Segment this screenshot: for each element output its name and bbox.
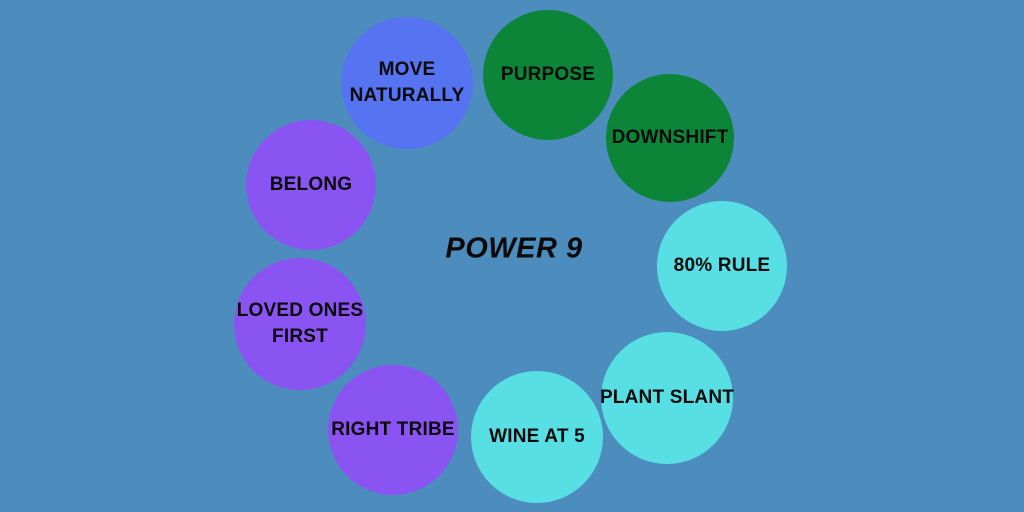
circle-move-naturally: MOVE NATURALLY: [341, 17, 473, 149]
circle-label-wine-at-5: WINE AT 5: [489, 426, 585, 448]
circle-label-belong: BELONG: [269, 174, 353, 196]
circle-plant-slant: PLANT SLANT: [599, 332, 735, 464]
circle-80-percent-rule: 80% RULE: [657, 201, 787, 331]
diagram-title: POWER 9: [445, 232, 583, 265]
circle-purpose: PURPOSE: [483, 10, 613, 140]
circle-label-move-naturally: MOVE NATURALLY: [349, 59, 465, 106]
circle-wine-at-5: WINE AT 5: [471, 371, 603, 503]
circle-label-downshift: DOWNSHIFT: [611, 127, 729, 149]
circle-downshift: DOWNSHIFT: [606, 74, 734, 202]
circle-label-80-percent-rule: 80% RULE: [673, 255, 771, 277]
circle-belong: BELONG: [246, 120, 376, 250]
circle-loved-ones-first: LOVED ONES FIRST: [234, 258, 366, 390]
circle-label-purpose: PURPOSE: [500, 64, 596, 86]
circle-label-loved-ones-first: LOVED ONES FIRST: [236, 300, 364, 347]
circle-right-tribe: RIGHT TRIBE: [328, 365, 458, 495]
circle-label-right-tribe: RIGHT TRIBE: [331, 419, 455, 441]
circle-label-plant-slant: PLANT SLANT: [599, 387, 735, 409]
